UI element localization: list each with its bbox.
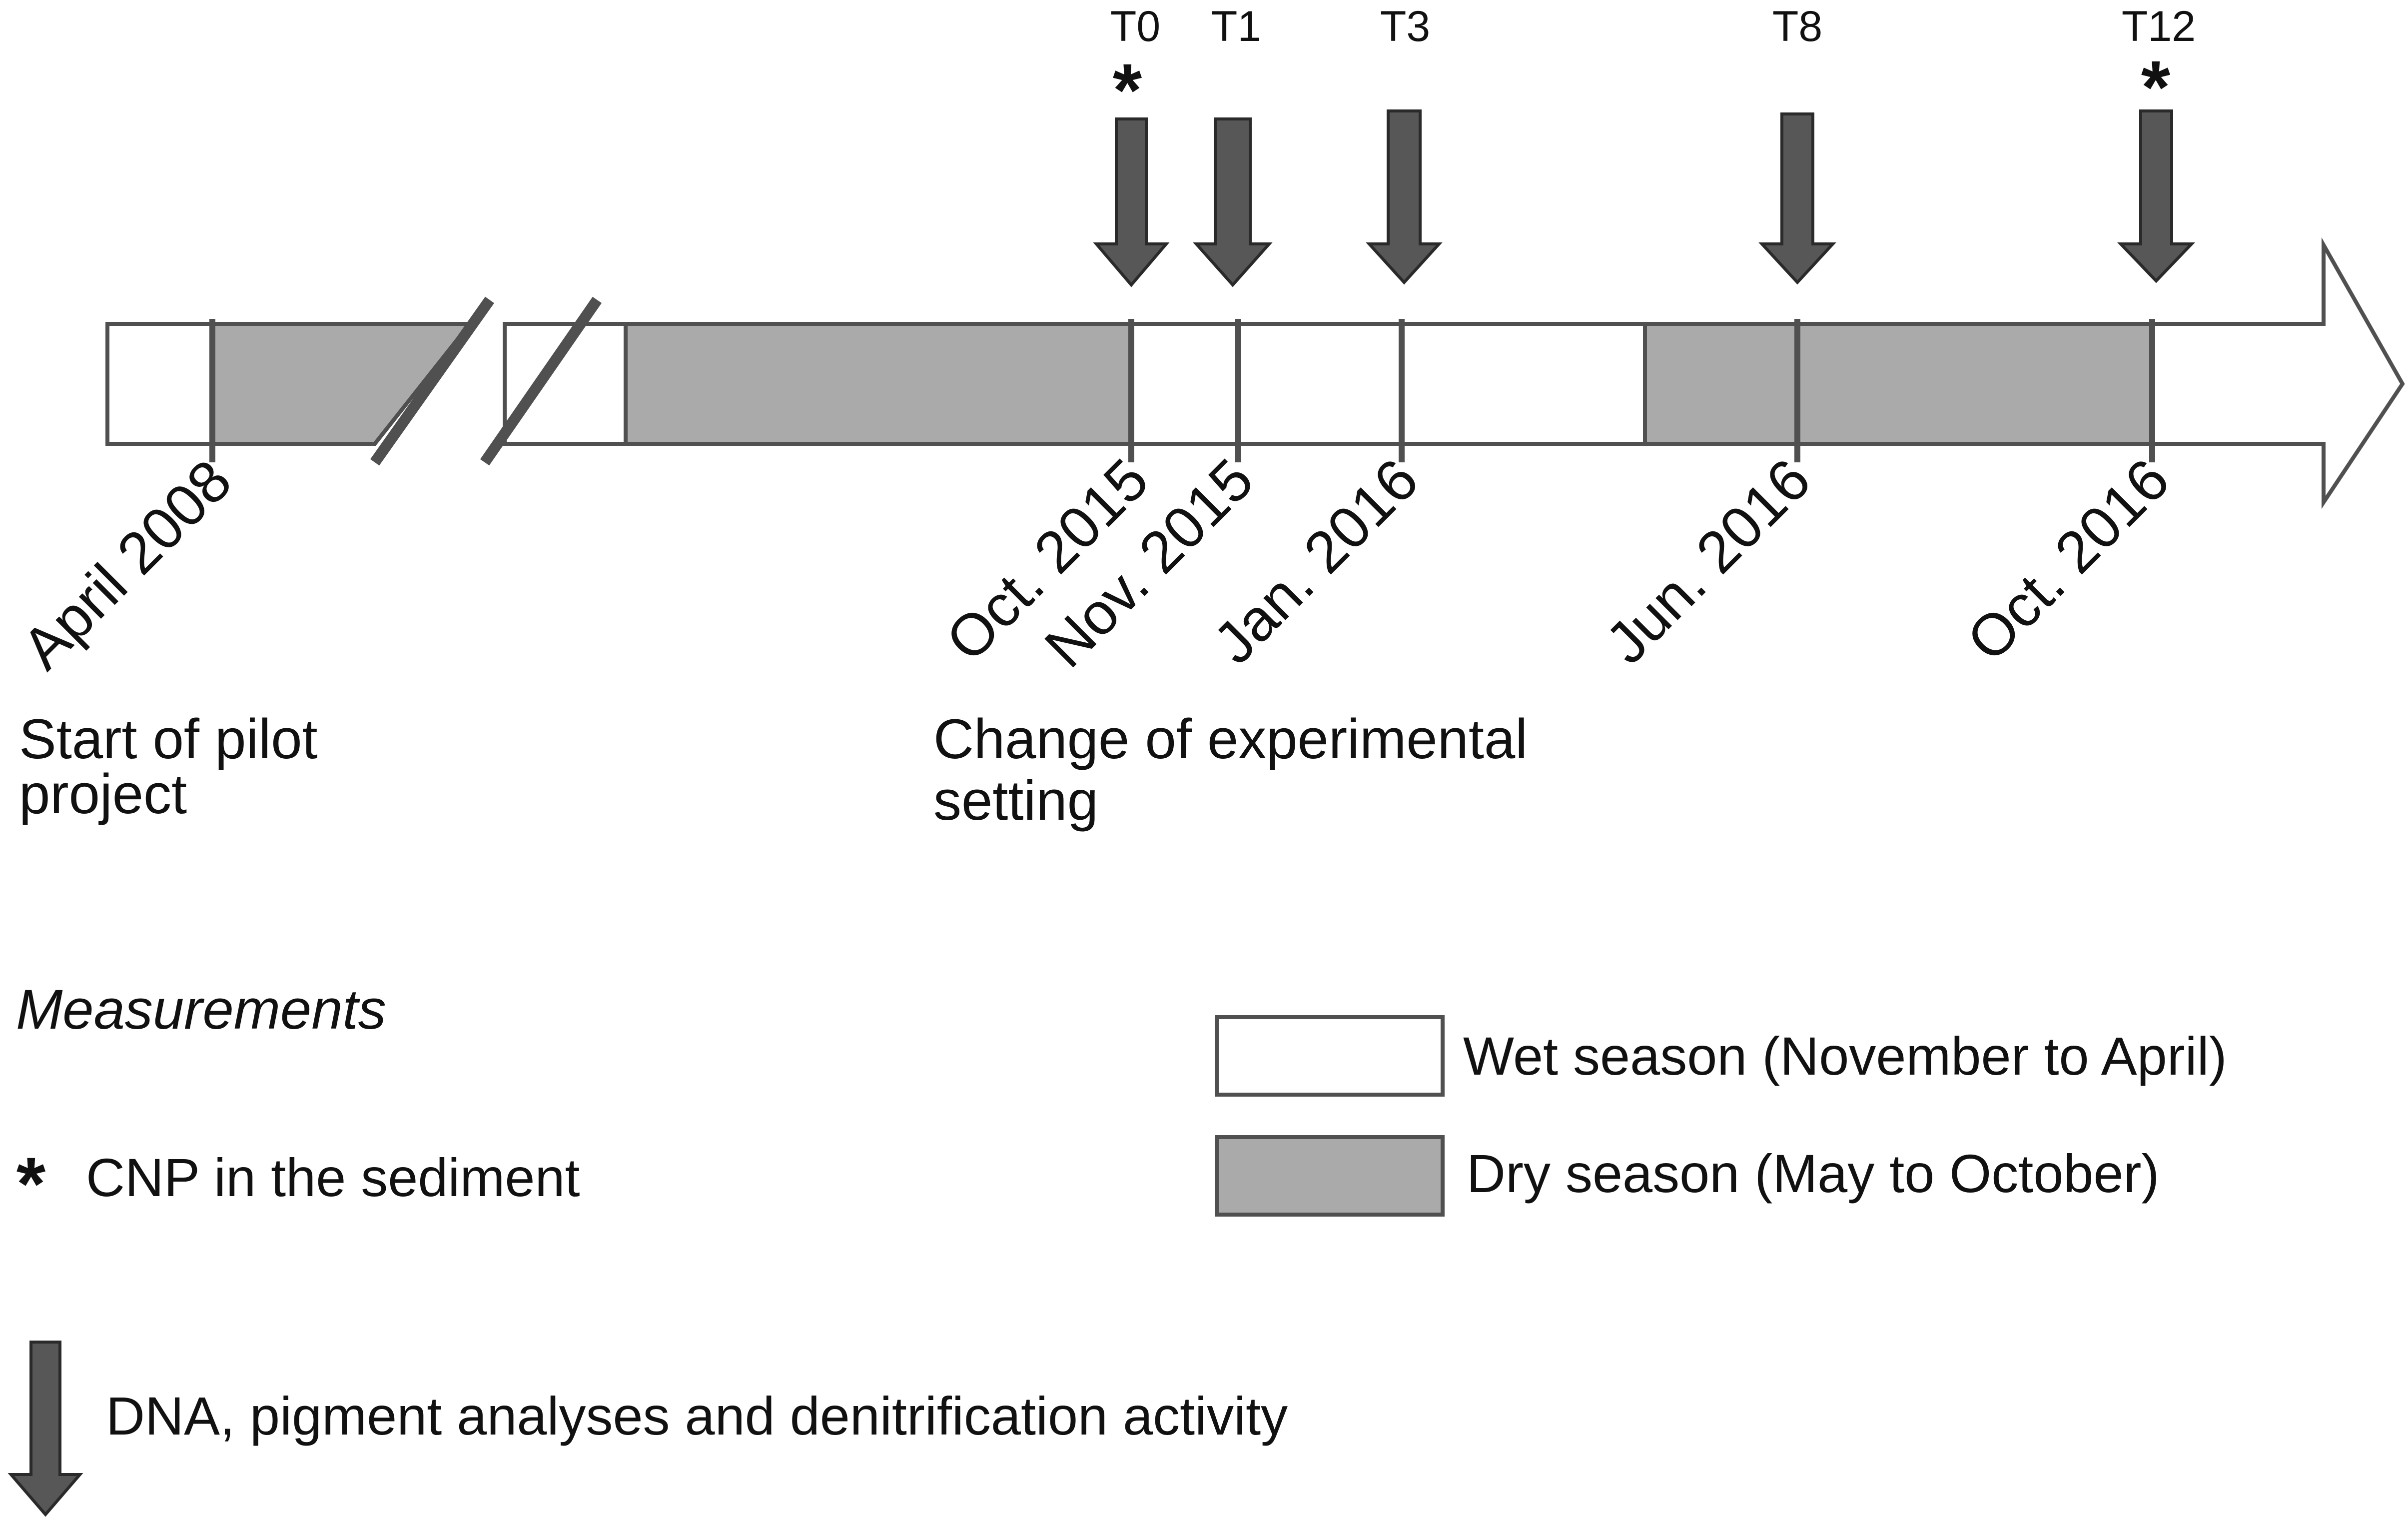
timepoint-labels: T0 T1 T3 T8 T12: [1110, 2, 2196, 50]
timeline-left-segment: [105, 296, 494, 466]
sampling-arrow-t12: [2117, 109, 2196, 283]
sampling-arrow-t0: [1093, 117, 1170, 287]
asterisk-icon: *: [1113, 48, 1142, 132]
legend-label-wet: Wet season (November to April): [1463, 1026, 2227, 1086]
date-label-april-2008: April 2008: [9, 447, 244, 682]
start-note-line-1: Start of pilot: [19, 708, 318, 770]
down-arrow-icon: [7, 1341, 83, 1517]
cnp-markers: * *: [1113, 45, 2171, 132]
legend-swatch-dry: [1215, 1135, 1445, 1217]
asterisk-icon: *: [2141, 45, 2171, 129]
asterisk-icon: *: [16, 1142, 46, 1226]
event-notes: Start of pilot project Change of experim…: [19, 708, 1528, 832]
timepoint-label-t8: T8: [1772, 2, 1822, 50]
timeline-ticks: [209, 319, 2155, 462]
legend-swatch-wet: [1215, 1015, 1445, 1097]
cnp-key-label: CNP in the sediment: [86, 1147, 580, 1208]
season-legend: Wet season (November to April) Dry seaso…: [1215, 1015, 2227, 1217]
measurements-title: Measurements: [16, 978, 386, 1041]
start-note-line-2: project: [19, 763, 187, 825]
break-mark-right: [480, 296, 602, 466]
dry-season-block: [1643, 322, 2154, 446]
break-mark-left: [370, 296, 494, 466]
date-label-t8: Jun. 2016: [1594, 446, 1823, 676]
dry-season-block: [624, 322, 1133, 446]
date-label-t12: Oct. 2016: [1954, 446, 2182, 674]
sampling-arrow-t1: [1193, 117, 1273, 287]
timeline-right-segment: [480, 237, 2405, 509]
timepoint-label-t0: T0: [1110, 2, 1160, 50]
timepoint-label-t12: T12: [2122, 2, 2196, 50]
change-note-line-1: Change of experimental: [933, 708, 1528, 770]
timepoint-label-t1: T1: [1211, 2, 1261, 50]
arrow-key-label: DNA, pigment analyses and denitrificatio…: [106, 1386, 1288, 1446]
sampling-arrow-t8: [1758, 112, 1836, 285]
date-labels: April 2008 Oct. 2015 Nov. 2015 Jan. 2016…: [9, 446, 2182, 682]
sampling-arrow-t3: [1366, 109, 1443, 285]
wet-season-block: [105, 322, 214, 446]
timepoint-label-t3: T3: [1380, 2, 1430, 50]
measurements-key: Measurements * CNP in the sediment DNA, …: [7, 978, 1288, 1517]
sampling-arrows: [1093, 109, 2196, 287]
change-note-line-2: setting: [933, 769, 1098, 832]
legend-label-dry: Dry season (May to October): [1467, 1143, 2159, 1204]
